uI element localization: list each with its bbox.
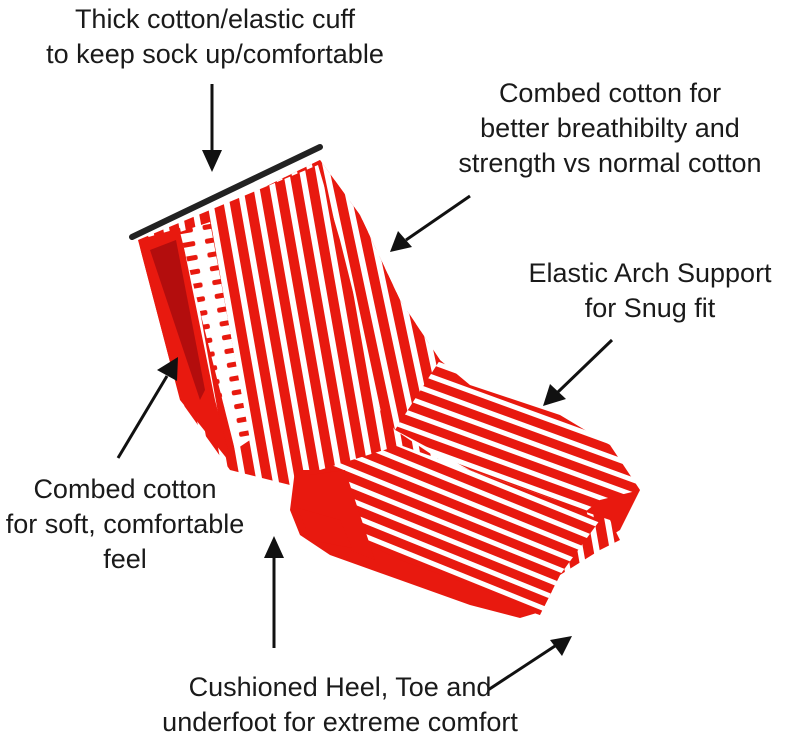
callout-combed-cotton-soft: Combed cotton for soft, comfortable feel	[0, 472, 250, 577]
cuff-arrow	[202, 84, 222, 172]
callout-heel-line-2: underfoot for extreme comfort	[162, 707, 518, 737]
callout-arch-support: Elastic Arch Support for Snug fit	[520, 256, 780, 326]
callout-combed-left-line-2: for soft, comfortable	[5, 509, 245, 539]
callout-combed-left-line-3: feel	[103, 544, 147, 574]
callout-arch-line-1: Elastic Arch Support	[528, 258, 772, 288]
callout-combed-top-line-1: Combed cotton for	[498, 78, 722, 108]
callout-combed-top-line-2: better breathibilty and	[480, 113, 740, 143]
callout-combed-top-line-3: strength vs normal cotton	[458, 148, 762, 178]
callout-combed-left-line-1: Combed cotton	[33, 474, 217, 504]
heel-arrow-up	[264, 536, 284, 648]
combed-left-arrow	[116, 357, 178, 459]
callout-cuff-line-2: to keep sock up/comfortable	[46, 39, 384, 69]
callout-arch-line-2: for Snug fit	[584, 293, 716, 323]
front-sock	[138, 165, 620, 618]
callout-heel-line-1: Cushioned Heel, Toe and	[188, 672, 492, 702]
callout-cuff: Thick cotton/elastic cuff to keep sock u…	[20, 2, 410, 72]
heel-arrow-diagonal	[487, 636, 572, 692]
callout-cuff-line-1: Thick cotton/elastic cuff	[74, 4, 356, 34]
cuff-band	[129, 144, 323, 240]
callout-cushioned-heel: Cushioned Heel, Toe and underfoot for ex…	[150, 670, 530, 740]
arch-arrow	[543, 338, 614, 406]
callout-combed-cotton-breathability: Combed cotton for better breathibilty an…	[430, 76, 790, 181]
combed-top-arrow	[390, 194, 471, 252]
